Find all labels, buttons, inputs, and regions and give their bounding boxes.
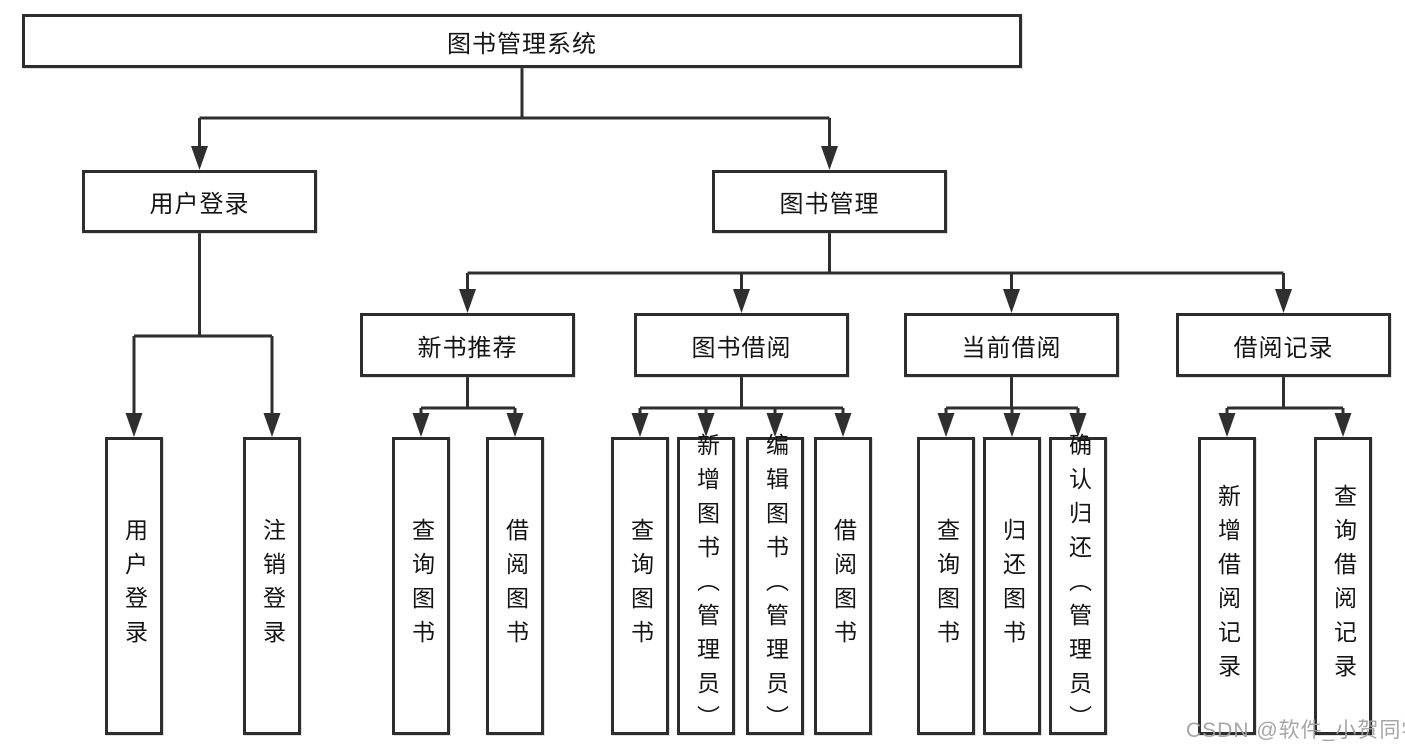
node-borrowing-records: 借阅记录 bbox=[1176, 313, 1391, 377]
node-book-management: 图书管理 bbox=[712, 170, 947, 233]
node-label: 归还图书 bbox=[999, 518, 1026, 654]
node-label: 用户登录 bbox=[121, 518, 148, 654]
leaf-user-login: 用户登录 bbox=[105, 437, 163, 735]
csdn-watermark: CSDN @软件_小贺同学 bbox=[1186, 719, 1405, 742]
node-label: 图书管理 bbox=[779, 191, 880, 218]
node-label: 注销登录 bbox=[259, 518, 286, 654]
node-label: 新增图书（管理员） bbox=[693, 433, 720, 739]
node-label: 确认归还（管理员） bbox=[1065, 433, 1092, 739]
node-label: 查询图书 bbox=[933, 518, 960, 654]
leaf-edit-books-admin: 编辑图书（管理员） bbox=[746, 433, 804, 739]
node-new-book-recommendation: 新书推荐 bbox=[360, 313, 575, 377]
leaf-query-books-borrowing: 查询图书 bbox=[611, 437, 669, 735]
leaf-query-books-current: 查询图书 bbox=[917, 437, 975, 735]
leaf-query-borrow-record: 查询借阅记录 bbox=[1314, 437, 1372, 735]
node-label: 图书管理系统 bbox=[447, 30, 597, 58]
node-label: 借阅图书 bbox=[830, 518, 857, 654]
leaf-query-books-recommend: 查询图书 bbox=[392, 437, 450, 735]
node-label: 图书借阅 bbox=[691, 334, 792, 362]
leaf-return-books: 归还图书 bbox=[983, 437, 1041, 735]
node-label: 查询图书 bbox=[408, 518, 435, 654]
node-user-login-branch: 用户登录 bbox=[82, 170, 317, 233]
leaf-confirm-return-admin: 确认归还（管理员） bbox=[1049, 433, 1107, 739]
node-label: 编辑图书（管理员） bbox=[762, 433, 789, 739]
node-label: 当前借阅 bbox=[961, 334, 1062, 362]
node-label: 用户登录 bbox=[149, 191, 250, 218]
node-label: 新增借阅记录 bbox=[1214, 484, 1241, 688]
node-label: 借阅图书 bbox=[502, 518, 529, 654]
node-book-borrowing: 图书借阅 bbox=[634, 313, 849, 377]
leaf-borrow-books-recommend: 借阅图书 bbox=[486, 437, 544, 735]
leaf-add-borrow-record: 新增借阅记录 bbox=[1198, 437, 1256, 735]
node-label: 查询借阅记录 bbox=[1330, 484, 1357, 688]
node-label: 新书推荐 bbox=[417, 334, 518, 362]
node-label: 借阅记录 bbox=[1233, 334, 1334, 362]
node-book-management-system: 图书管理系统 bbox=[22, 14, 1022, 68]
leaf-borrow-books-borrowing: 借阅图书 bbox=[814, 437, 872, 735]
node-label: 查询图书 bbox=[627, 518, 654, 654]
leaf-logout: 注销登录 bbox=[243, 437, 301, 735]
node-current-borrowing: 当前借阅 bbox=[904, 313, 1119, 377]
leaf-add-books-admin: 新增图书（管理员） bbox=[677, 433, 735, 739]
